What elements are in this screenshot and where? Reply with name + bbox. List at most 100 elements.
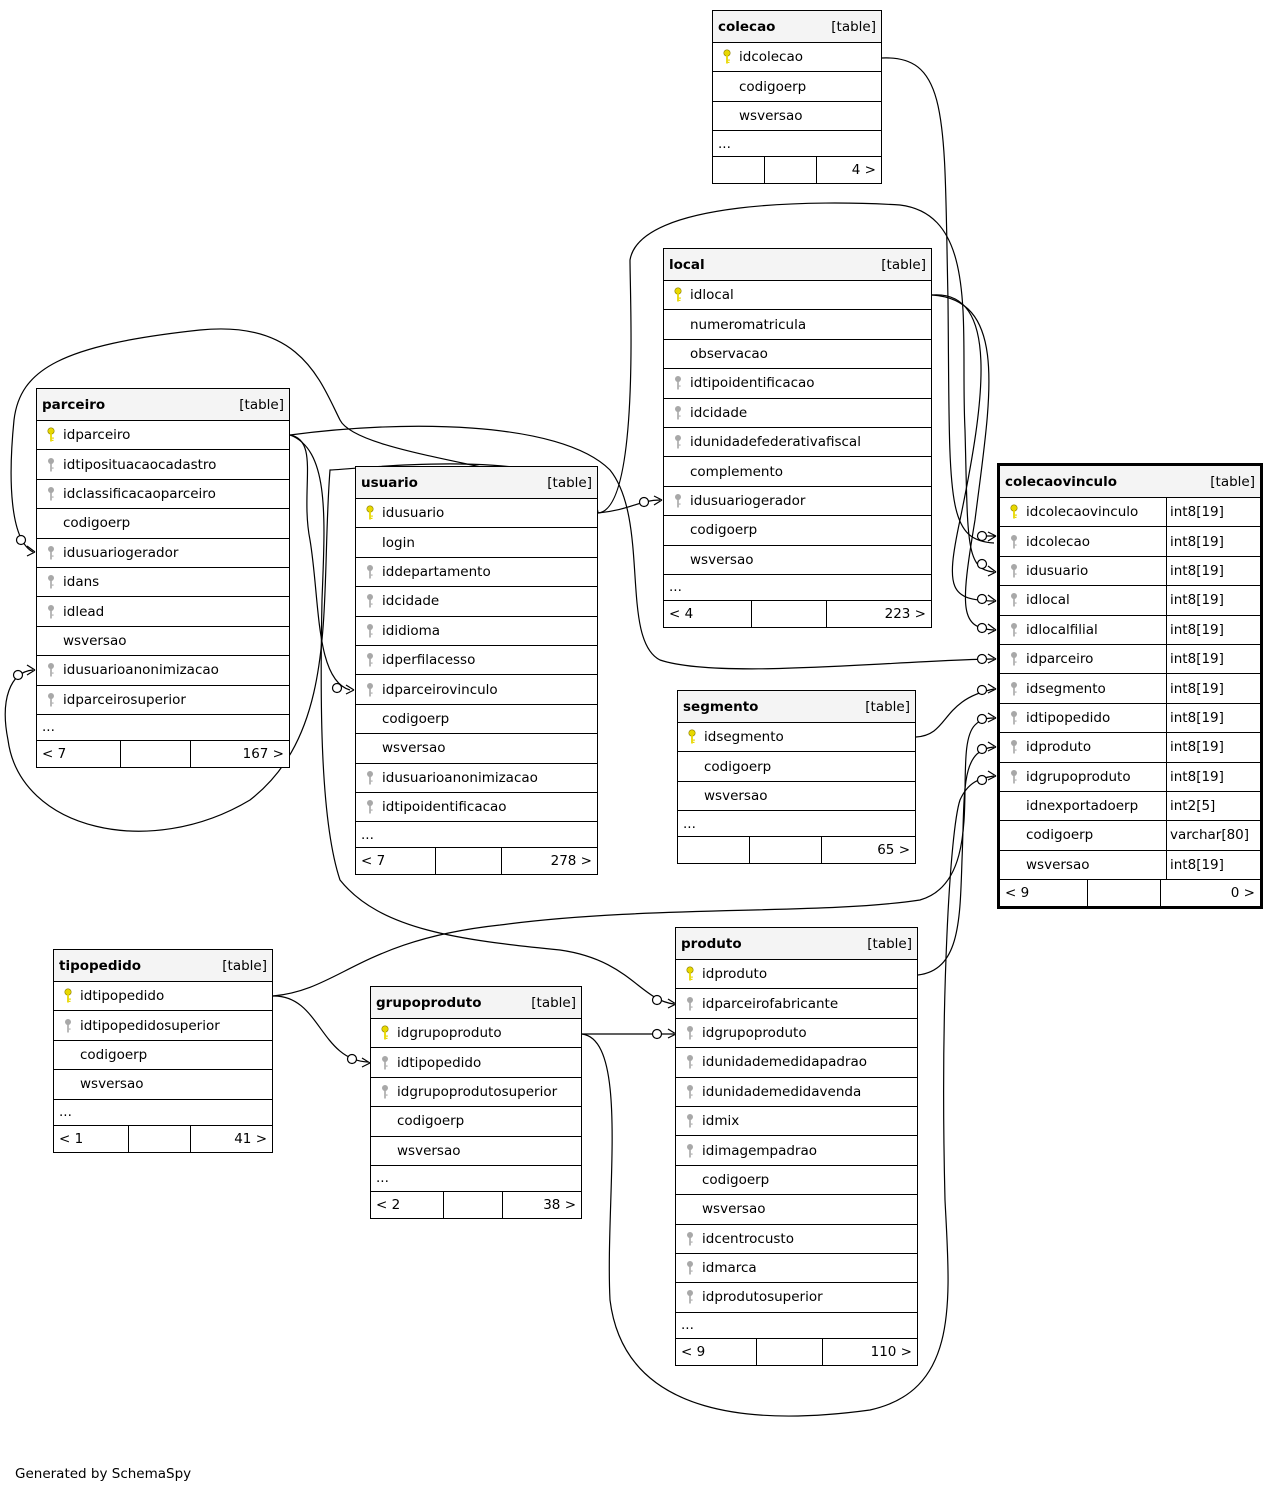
children-count[interactable]: 278 > — [550, 853, 592, 870]
column-row[interactable]: idtipoidentificacao — [664, 369, 931, 399]
column-row[interactable]: login — [356, 528, 597, 558]
column-row[interactable]: idusuarioanonimizacao — [356, 764, 597, 793]
column-row[interactable]: idprodutosuperior — [676, 1283, 917, 1313]
column-row[interactable]: idperfilacesso — [356, 646, 597, 676]
column-row[interactable]: idunidademedidapadrao — [676, 1048, 917, 1078]
column-row[interactable]: idtiposituacaocadastro — [37, 450, 289, 480]
column-row[interactable]: idsegmento — [678, 723, 915, 753]
column-row[interactable]: wsversao — [676, 1195, 917, 1225]
column-row[interactable]: idparceirovinculo — [356, 675, 597, 705]
parents-count[interactable]: < 1 — [54, 1125, 129, 1152]
column-row[interactable]: idunidademedidavenda — [676, 1078, 917, 1107]
parents-count[interactable]: < 4 — [664, 600, 752, 627]
column-row[interactable]: idparceiro — [37, 421, 289, 451]
children-count[interactable]: 167 > — [242, 745, 284, 762]
column-row[interactable]: idusuario — [356, 499, 597, 529]
parents-count[interactable]: < 9 — [1000, 880, 1088, 907]
column-row[interactable]: codigoerp — [37, 509, 289, 539]
column-row[interactable]: idcidade — [664, 399, 931, 428]
column-row[interactable]: idimagempadrao — [676, 1136, 917, 1166]
children-count[interactable]: 110 > — [870, 1343, 912, 1360]
more-columns-indicator[interactable]: ... — [713, 131, 881, 158]
more-columns-indicator[interactable]: ... — [37, 715, 289, 741]
column-row[interactable]: wsversao — [371, 1137, 581, 1166]
column-row[interactable]: idgrupoproduto — [676, 1019, 917, 1049]
more-columns-indicator[interactable]: ... — [54, 1100, 272, 1126]
column-row[interactable]: codigoerp — [371, 1107, 581, 1137]
parents-count[interactable]: < 2 — [371, 1191, 444, 1218]
parents-count[interactable]: < 7 — [37, 740, 121, 767]
column-row[interactable]: idlocal — [664, 281, 931, 311]
parents-count[interactable]: < 9 — [676, 1338, 757, 1365]
column-row[interactable]: idusuariogerador — [37, 539, 289, 568]
column-row[interactable]: idunidadefederativafiscal — [664, 428, 931, 458]
column-row[interactable]: wsversao — [54, 1070, 272, 1100]
column-row[interactable]: idmarca — [676, 1254, 917, 1284]
column-row[interactable]: ididioma — [356, 617, 597, 646]
column-row[interactable]: idlead — [37, 597, 289, 627]
more-columns-indicator[interactable]: ... — [678, 811, 915, 838]
column-row[interactable]: codigoerp — [664, 516, 931, 546]
column-row[interactable]: iddepartamento — [356, 558, 597, 588]
column-row[interactable]: idgrupoprodutosuperior — [371, 1078, 581, 1108]
column-row[interactable]: wsversao — [356, 734, 597, 764]
column-row[interactable]: observacao — [664, 340, 931, 370]
parents-count[interactable]: < 7 — [356, 848, 436, 875]
children-count[interactable]: 41 > — [234, 1130, 267, 1147]
column-row[interactable]: wsversao — [713, 102, 881, 132]
column-row[interactable]: complemento — [664, 457, 931, 487]
column-row[interactable]: wsversao — [678, 782, 915, 812]
column-row[interactable]: idproduto — [676, 960, 917, 990]
column-row[interactable]: idusuarioanonimizacao — [37, 656, 289, 686]
parents-count[interactable] — [713, 157, 765, 184]
more-columns-indicator[interactable]: ... — [356, 822, 597, 849]
more-columns-indicator[interactable]: ... — [664, 575, 931, 601]
column-row[interactable]: codigoerp — [678, 752, 915, 782]
column-row[interactable]: wsversao — [664, 546, 931, 575]
column-row[interactable]: wsversao — [37, 627, 289, 657]
more-columns-indicator[interactable]: ... — [371, 1166, 581, 1192]
column-row[interactable]: idmix — [676, 1107, 917, 1137]
children-count[interactable]: 4 > — [851, 162, 876, 179]
column-row[interactable]: idtipopedidosuperior — [54, 1011, 272, 1041]
column-row[interactable]: codigoerp — [713, 72, 881, 102]
column-row[interactable]: codigoerp — [54, 1041, 272, 1071]
children-count[interactable]: 0 > — [1230, 885, 1255, 902]
parents-count[interactable] — [678, 837, 750, 864]
column-row[interactable]: idcentrocusto — [676, 1225, 917, 1254]
column-row[interactable]: idans — [37, 568, 289, 598]
column-row[interactable]: idtipopedido — [371, 1048, 581, 1078]
column-row[interactable]: codigoerp — [356, 705, 597, 735]
column-row[interactable]: idusuariogerador — [664, 487, 931, 517]
children-count[interactable]: 223 > — [884, 605, 926, 622]
column-row[interactable]: codigoerp — [676, 1166, 917, 1196]
more-columns-indicator[interactable]: ... — [676, 1313, 917, 1339]
column-row[interactable]: idtipoidentificacao — [356, 793, 597, 823]
children-count[interactable]: 38 > — [543, 1196, 576, 1213]
column-row[interactable]: numeromatricula — [664, 310, 931, 340]
column-row[interactable]: idparceirosuperior — [37, 686, 289, 715]
column-row[interactable]: idparceirofabricante — [676, 989, 917, 1019]
